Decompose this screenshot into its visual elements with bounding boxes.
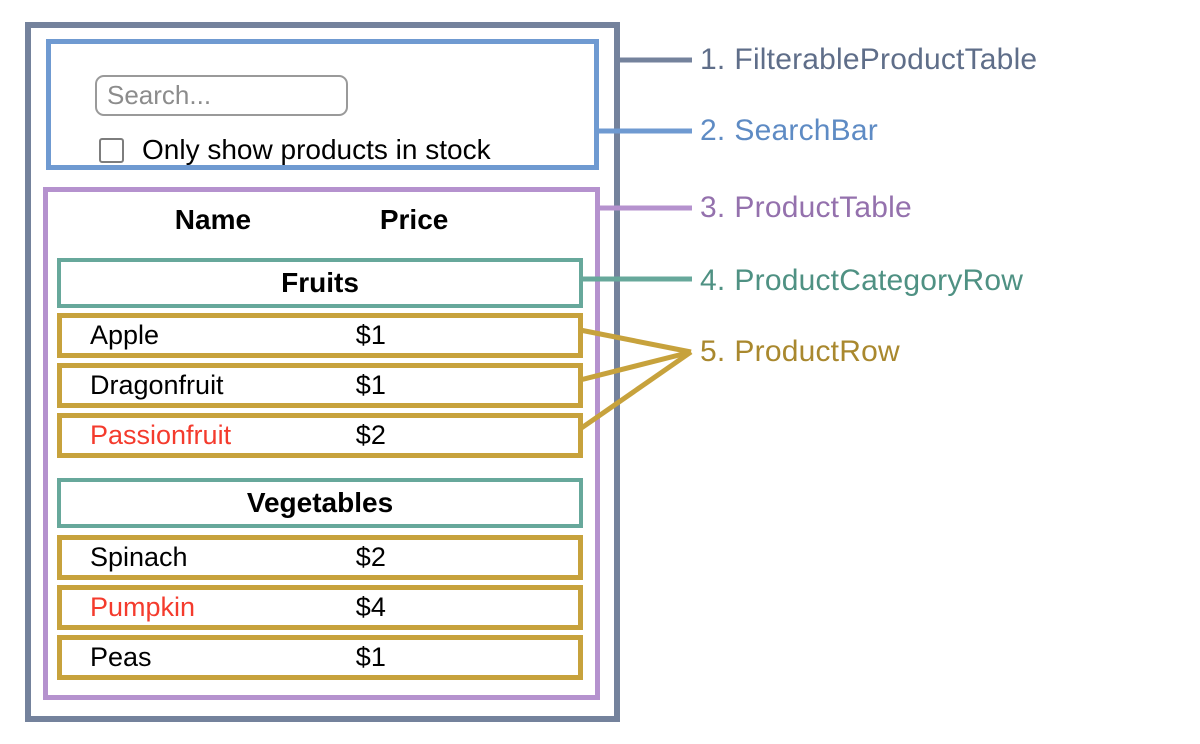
- legend-name: SearchBar: [734, 114, 878, 147]
- legend-name: FilterableProductTable: [734, 43, 1038, 76]
- table-header-row: Name Price: [48, 204, 595, 236]
- product-price: $4: [355, 592, 386, 622]
- product-name: Peas: [90, 642, 152, 672]
- legend-number: 1.: [700, 43, 726, 76]
- in-stock-checkbox-label: Only show products in stock: [142, 134, 491, 165]
- product-row-dragonfruit: Dragonfruit $1: [57, 363, 583, 408]
- product-row-spinach: Spinach $2: [57, 535, 583, 580]
- in-stock-checkbox[interactable]: [99, 137, 124, 163]
- product-name: Pumpkin: [90, 592, 196, 622]
- product-name: Passionfruit: [90, 420, 232, 450]
- category-row-vegetables: Vegetables: [57, 478, 583, 528]
- legend-number: 5.: [700, 335, 726, 368]
- search-input[interactable]: [95, 75, 348, 116]
- product-price: $2: [355, 542, 386, 572]
- legend-number: 3.: [700, 191, 726, 224]
- column-header-name: Name: [174, 204, 252, 235]
- product-price: $1: [355, 370, 386, 400]
- legend-label-product-table: 3.ProductTable: [700, 190, 912, 226]
- product-name: Dragonfruit: [90, 370, 224, 400]
- legend-label-product-category-row: 4.ProductCategoryRow: [700, 263, 1023, 299]
- legend-number: 4.: [700, 264, 726, 297]
- legend-name: ProductTable: [734, 191, 912, 224]
- legend-name: ProductRow: [734, 335, 900, 368]
- category-row-fruits: Fruits: [57, 258, 583, 308]
- product-price: $2: [355, 420, 386, 450]
- stock-filter-row: Only show products in stock: [99, 134, 491, 166]
- product-price: $1: [355, 642, 386, 672]
- legend-label-filterable-product-table: 1.FilterableProductTable: [700, 42, 1037, 78]
- search-bar-box: Only show products in stock: [46, 39, 599, 170]
- product-name: Spinach: [90, 542, 188, 572]
- product-row-passionfruit: Passionfruit $2: [57, 413, 583, 458]
- product-row-apple: Apple $1: [57, 313, 583, 358]
- category-label: Fruits: [281, 267, 359, 298]
- product-row-peas: Peas $1: [57, 635, 583, 680]
- category-label: Vegetables: [246, 487, 394, 518]
- legend-number: 2.: [700, 114, 726, 147]
- legend-name: ProductCategoryRow: [734, 264, 1024, 297]
- product-name: Apple: [90, 320, 160, 350]
- product-row-pumpkin: Pumpkin $4: [57, 585, 583, 630]
- legend-label-product-row: 5.ProductRow: [700, 334, 900, 370]
- product-price: $1: [355, 320, 386, 350]
- column-header-price: Price: [379, 204, 449, 235]
- legend-label-search-bar: 2.SearchBar: [700, 113, 878, 149]
- product-table-box: Name Price Fruits Apple $1 Dragonfruit $…: [43, 187, 600, 700]
